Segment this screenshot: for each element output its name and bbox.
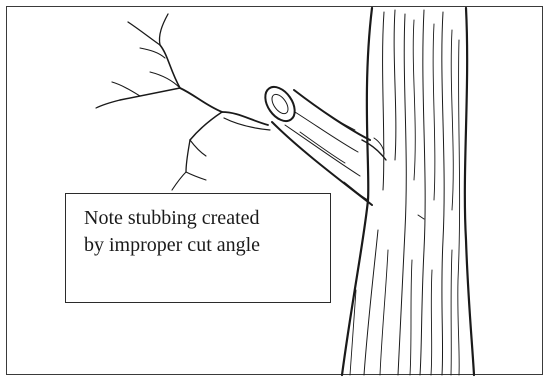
- twig-branches: [96, 14, 270, 190]
- callout-line-2: by improper cut angle: [84, 232, 330, 259]
- callout-note-box: Note stubbing created by improper cut an…: [65, 193, 331, 303]
- tree-trunk: [342, 8, 474, 375]
- callout-line-1: Note stubbing created: [84, 205, 330, 232]
